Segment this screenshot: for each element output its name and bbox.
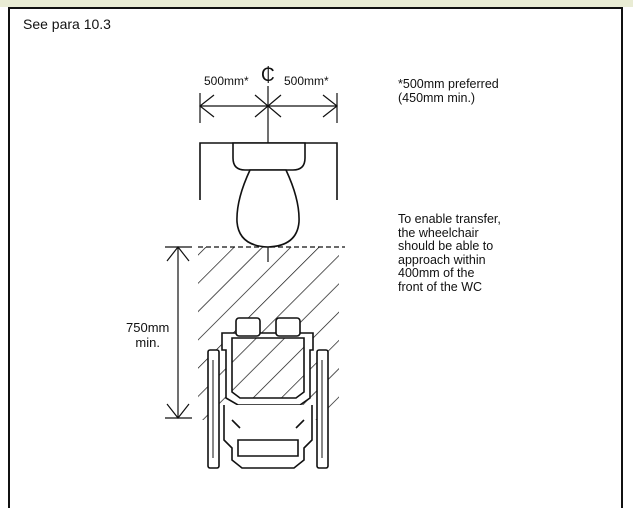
right-width-dimension: 500mm*: [284, 74, 329, 88]
cistern: [199, 142, 338, 200]
wheelchair: [207, 317, 329, 469]
top-color-band: [0, 0, 633, 7]
depth-dimension-label: 750mm min.: [126, 320, 170, 350]
wc-pan: [236, 169, 300, 248]
figure-frame: [8, 7, 623, 508]
left-width-dimension: 500mm*: [204, 74, 249, 88]
reference-label: See para 10.3: [23, 16, 111, 32]
centreline-symbol: ₵: [261, 65, 275, 86]
transfer-note: To enable transfer, the wheelchair shoul…: [398, 212, 501, 294]
depth-dimension-lines: [165, 246, 192, 419]
preferred-width-note: *500mm preferred (450mm min.): [398, 77, 499, 105]
